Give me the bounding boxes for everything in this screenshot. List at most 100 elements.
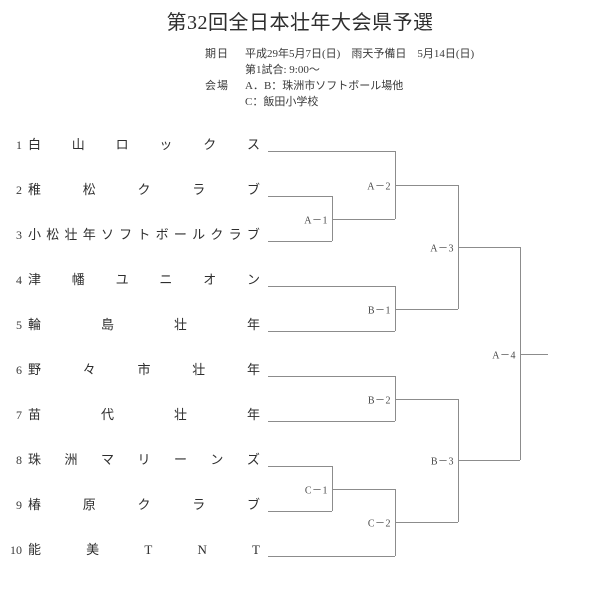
team-name: 津幡ユニオン bbox=[28, 271, 260, 289]
team-name-char: 壮 bbox=[173, 407, 187, 422]
team-feed-line bbox=[268, 421, 395, 422]
match-label-b-3: B－3 bbox=[430, 456, 454, 468]
team-name-char: ク bbox=[210, 227, 224, 242]
match-label-a-4: A－4 bbox=[492, 350, 516, 361]
bracket-out-b-3 bbox=[458, 460, 520, 462]
match-label-c-1: C－1 bbox=[304, 485, 328, 496]
team-name: 珠洲マリーンズ bbox=[28, 451, 260, 469]
team-name-char: ラ bbox=[192, 497, 206, 512]
team-name-char: 年 bbox=[246, 362, 260, 377]
bracket-out-b-1 bbox=[395, 308, 458, 310]
team-name-char: 壮 bbox=[173, 317, 187, 332]
team-name-char: ラ bbox=[228, 227, 242, 242]
team-name-char: オ bbox=[203, 272, 217, 287]
bracket-out-a-2 bbox=[395, 184, 458, 186]
venue-ab-value: A．B：珠洲市ソフトボール場他 bbox=[245, 80, 404, 92]
team-name-char: マ bbox=[100, 452, 114, 467]
team-name-char: 松 bbox=[46, 227, 60, 242]
team-name-char: 山 bbox=[71, 137, 85, 152]
team-name-char: 苗 bbox=[28, 407, 42, 422]
bracket-out-c-1 bbox=[332, 488, 395, 490]
team-name-char: 松 bbox=[82, 182, 96, 197]
match-label-c-2: C－2 bbox=[367, 518, 391, 530]
team-name-char: ッ bbox=[159, 137, 173, 152]
venue-label: 会場 bbox=[205, 80, 229, 92]
team-name-char: 幡 bbox=[71, 272, 85, 287]
team-name: 野々市壮年 bbox=[28, 361, 260, 379]
team-name-char: ソ bbox=[100, 227, 114, 242]
team-seed: 8 bbox=[16, 453, 22, 467]
team-name: 椿原クラブ bbox=[28, 496, 260, 514]
team-name: 白山ロックス bbox=[28, 136, 260, 154]
match-label-b-1: B－1 bbox=[367, 305, 391, 316]
team-name-char: 年 bbox=[246, 407, 260, 422]
team-name: 輪島壮年 bbox=[28, 316, 260, 334]
team-name-char: 壮 bbox=[192, 362, 206, 377]
team-name-char: ロ bbox=[115, 137, 129, 152]
venue-c-value: C：飯田小学校 bbox=[245, 96, 319, 108]
team-name-char: リ bbox=[137, 452, 151, 467]
first-game-row: 第1試合: 9:00〜 bbox=[205, 62, 474, 78]
team-name-char: 美 bbox=[86, 542, 100, 557]
event-info-block: 期日 平成29年5月7日(日) 雨天予備日 5月14日(日) 第1試合: 9:00… bbox=[205, 46, 474, 110]
team-feed-line bbox=[268, 556, 395, 557]
team-seed: 4 bbox=[16, 273, 22, 287]
event-date-value: 平成29年5月7日(日) 雨天予備日 5月14日(日) bbox=[245, 48, 475, 60]
team-feed-line bbox=[268, 241, 332, 242]
page-title: 第32回全日本壮年大会県予選 bbox=[166, 12, 434, 34]
match-label-a-2: A－2 bbox=[367, 181, 391, 193]
team-name-char: 野 bbox=[28, 362, 42, 377]
match-label-a-1: A－1 bbox=[304, 215, 328, 226]
team-name-char: ー bbox=[173, 452, 187, 467]
team-name-char: ブ bbox=[246, 227, 260, 242]
venue-ab-row: 会場 A．B：珠洲市ソフトボール場他 bbox=[205, 78, 474, 94]
team-name-char: ブ bbox=[246, 497, 260, 512]
team-name-char: 市 bbox=[137, 362, 151, 377]
team-seed: 2 bbox=[16, 183, 22, 197]
team-name-char: ン bbox=[246, 272, 260, 287]
team-name-char: 稚 bbox=[28, 182, 42, 197]
team-name-char: ク bbox=[137, 497, 151, 512]
bracket-out-c-2 bbox=[395, 522, 458, 524]
team-name-char: 々 bbox=[82, 362, 96, 377]
event-date-label: 期日 bbox=[205, 48, 229, 60]
match-label-a-3: A－3 bbox=[430, 243, 454, 255]
team-name-char: 島 bbox=[100, 317, 114, 332]
team-feed-line bbox=[268, 286, 395, 287]
team-name-char: ン bbox=[210, 452, 224, 467]
team-name-char: T bbox=[144, 542, 153, 557]
team-name: 稚松クラブ bbox=[28, 181, 260, 199]
team-feed-line bbox=[268, 511, 332, 512]
venue-c-row: C：飯田小学校 bbox=[205, 94, 474, 110]
team-name-char: ユ bbox=[115, 272, 129, 287]
team-name-char: 年 bbox=[246, 317, 260, 332]
team-name-char: 代 bbox=[100, 407, 114, 422]
team-feed-line bbox=[268, 151, 395, 152]
team-name-char: 壮 bbox=[64, 227, 78, 242]
team-name-char: ブ bbox=[246, 182, 260, 197]
team-name-char: ラ bbox=[192, 182, 206, 197]
team-name-char: ズ bbox=[246, 452, 260, 467]
bracket-winner-line bbox=[520, 353, 548, 355]
first-game-value: 第1試合: 9:00〜 bbox=[245, 64, 320, 76]
team-name-char: 洲 bbox=[64, 452, 78, 467]
team-feed-line bbox=[268, 196, 332, 197]
team-seed: 9 bbox=[16, 498, 22, 512]
team-name-char: ク bbox=[203, 137, 217, 152]
team-name-char: 能 bbox=[28, 542, 42, 557]
team-seed: 3 bbox=[16, 228, 22, 242]
event-date-row: 期日 平成29年5月7日(日) 雨天予備日 5月14日(日) bbox=[205, 46, 474, 62]
team-feed-line bbox=[268, 376, 395, 377]
team-name-char: 津 bbox=[28, 272, 42, 287]
team-name: 苗代壮年 bbox=[28, 406, 260, 424]
team-name-char: 原 bbox=[82, 497, 96, 512]
team-name-char: ニ bbox=[159, 272, 173, 287]
team-name-char: フ bbox=[119, 227, 133, 242]
team-name-char: 小 bbox=[28, 227, 42, 242]
team-name: 小松壮年ソフトボールクラブ bbox=[28, 226, 260, 244]
bracket-out-a-1 bbox=[332, 218, 395, 220]
team-name-char: ー bbox=[173, 227, 187, 242]
team-name-char: ス bbox=[246, 137, 260, 152]
team-seed: 7 bbox=[16, 408, 22, 422]
team-name-char: N bbox=[197, 542, 207, 557]
